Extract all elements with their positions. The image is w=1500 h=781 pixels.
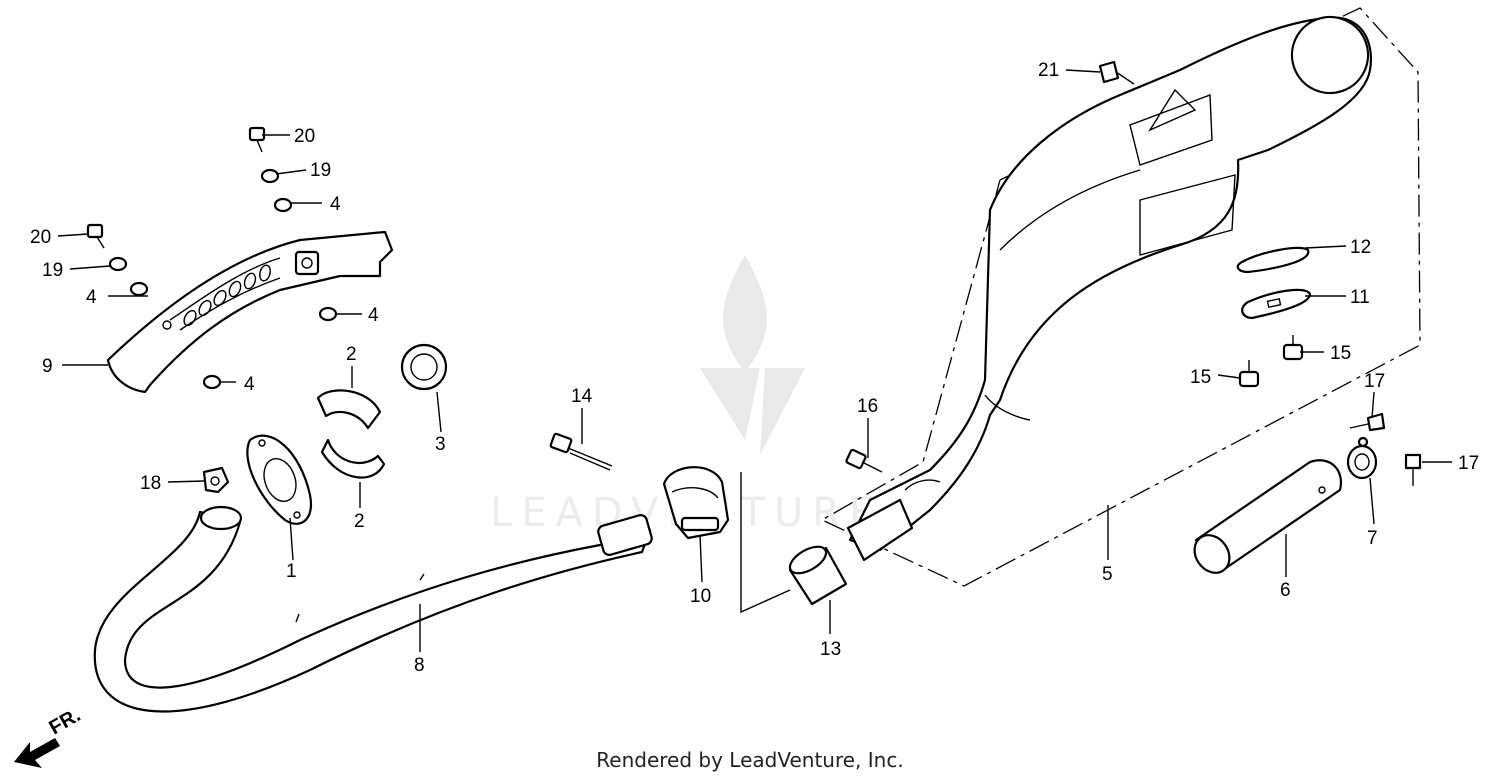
callout-15-left: 15	[1190, 367, 1211, 388]
callout-19-left: 19	[42, 260, 63, 281]
callout-10: 10	[690, 586, 711, 607]
nut-4-top	[273, 197, 293, 213]
callout-9: 9	[42, 356, 53, 377]
exhaust-pipe	[93, 505, 653, 713]
bolt-17-b	[1404, 453, 1422, 486]
nut-4-left	[129, 281, 149, 297]
callout-13: 13	[820, 639, 841, 660]
callout-20-top: 20	[294, 126, 315, 147]
callout-4-mid: 4	[368, 305, 379, 326]
collar-upper	[316, 389, 382, 430]
callout-8: 8	[414, 655, 425, 676]
assembly-outline	[820, 7, 1421, 587]
bolt-17-a	[1349, 412, 1386, 432]
callout-17-top: 17	[1364, 371, 1385, 392]
callout-2-lower: 2	[354, 511, 365, 532]
callout-15-right: 15	[1330, 343, 1351, 364]
bolt-21	[1098, 60, 1135, 85]
callout-4-low: 4	[244, 374, 255, 395]
callout-14: 14	[571, 386, 593, 407]
washer-19-top	[260, 168, 280, 184]
callout-12: 12	[1350, 237, 1371, 258]
front-direction-label: FR.	[46, 704, 85, 739]
callout-7: 7	[1367, 528, 1378, 549]
flange	[246, 434, 313, 525]
callout-18: 18	[140, 473, 161, 494]
nut-18	[202, 466, 230, 494]
bolt-20-top	[248, 126, 266, 153]
plate-12	[1236, 246, 1310, 274]
pipe-clamp	[662, 466, 730, 540]
callout-2-upper: 2	[346, 344, 357, 365]
callout-4-left: 4	[86, 287, 97, 308]
washer-19-left	[108, 256, 128, 272]
callout-4-top: 4	[330, 194, 341, 215]
nut-4-low	[202, 374, 222, 390]
pipe-sleeve	[788, 545, 848, 606]
callout-labels: 1 2 2 3 4 4 4 4 5 6 7 8 9 10 11 12 13 14…	[30, 60, 1479, 676]
collar-lower	[320, 438, 386, 479]
pipe-joint-bracket	[740, 472, 791, 614]
bolt-15-left	[1238, 360, 1260, 388]
end-cap	[1346, 436, 1378, 480]
bolt-14	[549, 432, 613, 471]
gasket-ring	[400, 343, 448, 391]
muffler	[846, 15, 1373, 562]
callout-16: 16	[857, 396, 878, 417]
callout-1: 1	[286, 561, 297, 582]
bolt-20-left	[86, 223, 105, 249]
nut-4-mid	[318, 306, 338, 322]
tailpipe	[1193, 459, 1343, 574]
plate-11	[1241, 288, 1312, 320]
leader-lines	[57, 69, 1452, 652]
footer-credit: Rendered by LeadVenture, Inc.	[596, 748, 904, 772]
bolt-15-right	[1282, 335, 1304, 361]
callout-3: 3	[435, 434, 446, 455]
callout-19-top: 19	[310, 160, 331, 181]
callout-20-left: 20	[30, 227, 51, 248]
callout-11: 11	[1350, 287, 1370, 308]
callout-5: 5	[1102, 564, 1113, 585]
callout-17-right: 17	[1458, 453, 1479, 474]
heat-guard	[106, 230, 394, 394]
callout-21: 21	[1038, 60, 1059, 81]
bolt-16	[845, 448, 883, 473]
callout-6: 6	[1280, 580, 1291, 601]
